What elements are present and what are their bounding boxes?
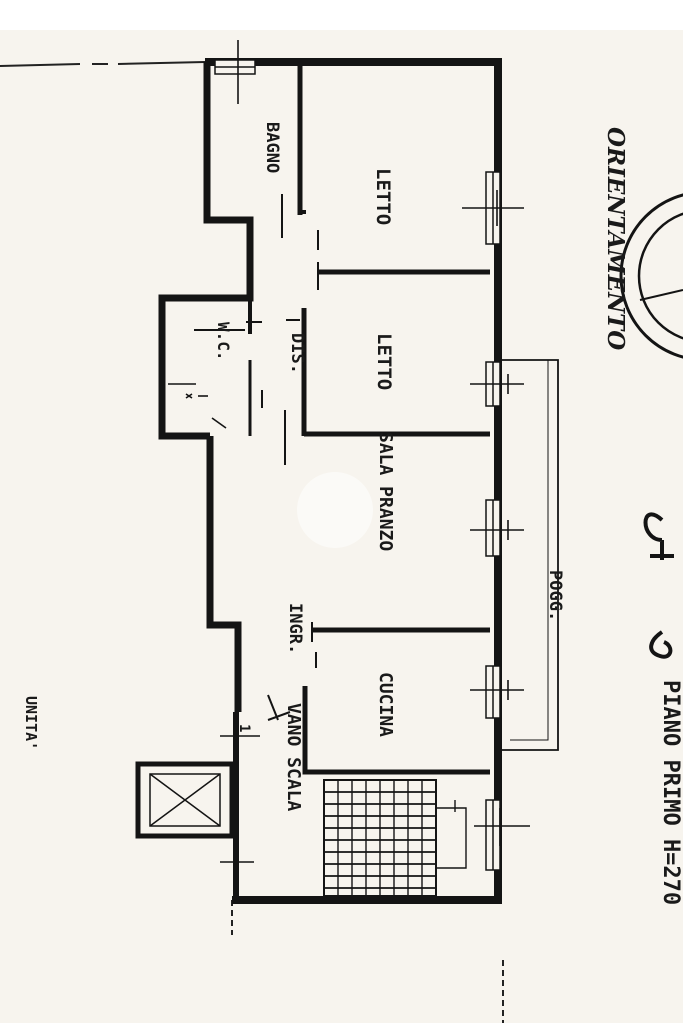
watermark-logo bbox=[297, 472, 373, 548]
reference-line bbox=[0, 61, 206, 67]
label-orientamento: ORIENTAMENTO bbox=[602, 127, 629, 350]
balcony-inner bbox=[510, 359, 549, 741]
label-bagno: BAGNO bbox=[262, 122, 282, 173]
label-unita: UNITA' bbox=[22, 696, 40, 750]
label-dis: DIS. bbox=[287, 333, 307, 374]
wc-fixtures bbox=[168, 383, 208, 399]
label-pogg: POGG. bbox=[545, 570, 565, 621]
label-wc: W.C. bbox=[214, 322, 233, 361]
crosshair-marks bbox=[211, 40, 530, 863]
compass-icon bbox=[619, 193, 683, 359]
label-letto-1: LETTO bbox=[372, 168, 394, 225]
handwritten-mark bbox=[643, 512, 674, 659]
room-labels: BAGNO LETTO W.C. DIS. LETTO SALA PRANZO … bbox=[214, 122, 565, 812]
label-vano-scala: VANO SCALA bbox=[283, 703, 304, 812]
top-margin bbox=[0, 0, 683, 30]
stairs bbox=[323, 779, 467, 897]
label-letto-2: LETTO bbox=[373, 333, 395, 390]
lift-box bbox=[135, 761, 235, 839]
window-marks bbox=[214, 59, 501, 871]
reference-line-bottom bbox=[231, 900, 504, 1023]
label-piano-primo: PIANO PRIMO H=270 bbox=[658, 680, 683, 905]
label-sala-pranzo: SALA PRANZO bbox=[375, 432, 396, 551]
label-cucina: CUCINA bbox=[375, 672, 396, 737]
door-marks bbox=[246, 194, 319, 721]
label-ingr: INGR. bbox=[285, 603, 305, 654]
walls bbox=[158, 58, 502, 904]
label-stair-mark: 1 bbox=[236, 724, 252, 732]
